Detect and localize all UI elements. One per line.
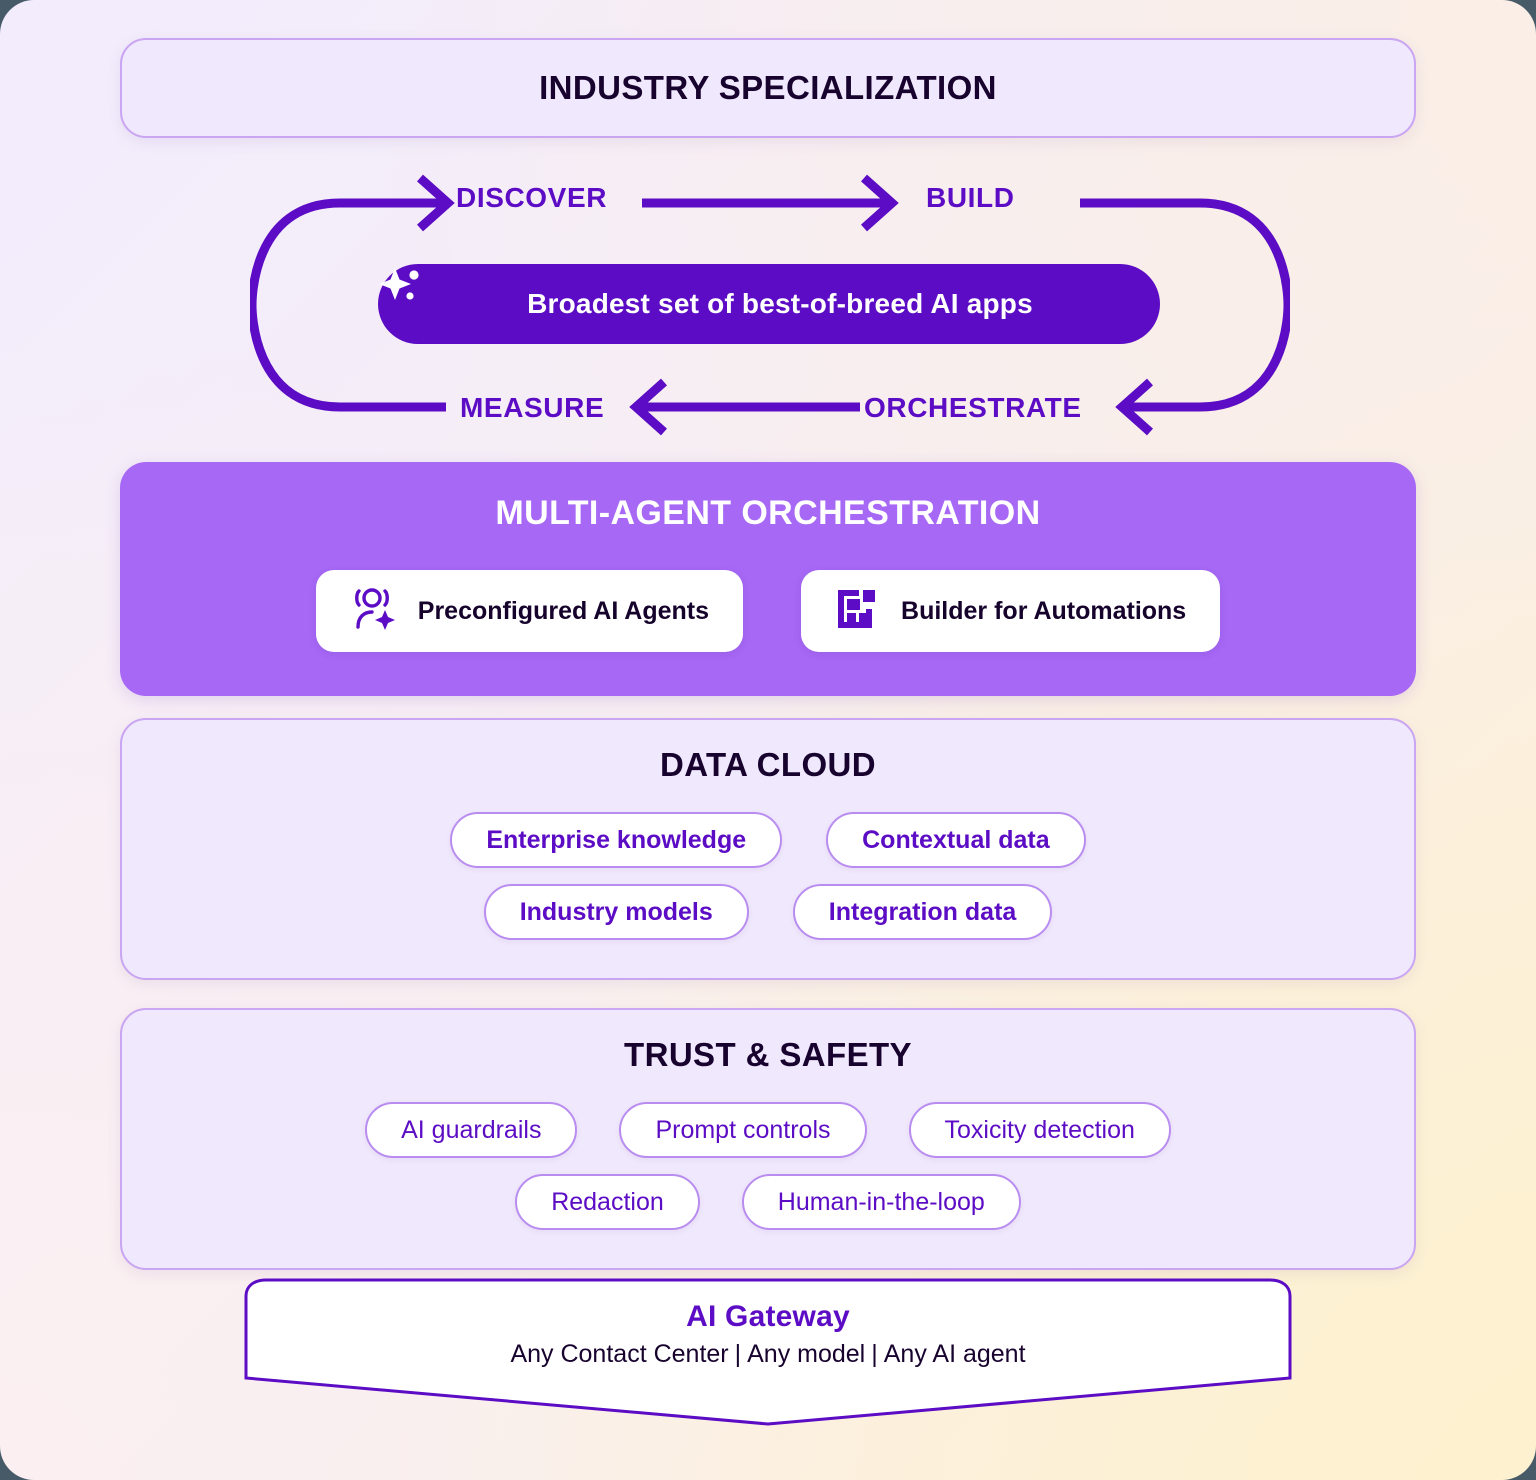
trust-and-safety-row: Redaction Human-in-the-loop xyxy=(515,1174,1021,1230)
cycle-label-measure: MEASURE xyxy=(460,392,605,423)
cycle-label-build: BUILD xyxy=(926,182,1015,213)
data-cloud-pill-industry-models[interactable]: Industry models xyxy=(483,884,749,940)
data-cloud-pill-grid: Enterprise knowledge Contextual data Ind… xyxy=(122,812,1414,940)
chip-preconfigured-ai-agents-label: Preconfigured AI Agents xyxy=(417,596,710,625)
industry-specialization-band: INDUSTRY SPECIALIZATION xyxy=(120,38,1416,138)
broadest-set-pill-label: Broadest set of best-of-breed AI apps xyxy=(527,288,1033,319)
arrowhead-into-discover xyxy=(417,174,455,232)
chip-builder-for-automations[interactable]: Builder for Automations xyxy=(801,570,1221,652)
cycle-arrows-svg xyxy=(250,174,1290,436)
trust-and-safety-pill-grid: AI guardrails Prompt controls Toxicity d… xyxy=(122,1102,1414,1230)
ai-gateway-subtitle-part-1: Any Contact Center xyxy=(510,1340,729,1368)
right-loop-arc xyxy=(1080,198,1290,412)
ai-gateway-separator-1: | xyxy=(734,1340,742,1368)
trust-and-safety-title: TRUST & SAFETY xyxy=(624,1036,912,1073)
broadest-set-pill[interactable]: Broadest set of best-of-breed AI apps xyxy=(378,264,1160,344)
trust-pill-human-in-the-loop[interactable]: Human-in-the-loop xyxy=(741,1174,1021,1230)
multi-agent-chip-row: Preconfigured AI Agents Builder for Auto… xyxy=(120,570,1416,652)
ai-gateway-title: AI Gateway xyxy=(686,1300,850,1333)
data-cloud-pill-enterprise-knowledge[interactable]: Enterprise knowledge xyxy=(450,812,783,868)
ai-gateway-banner: AI Gateway Any Contact Center|Any model|… xyxy=(244,1278,1292,1426)
arrowhead-into-build xyxy=(861,174,899,232)
data-cloud-pill-integration-data[interactable]: Integration data xyxy=(792,884,1053,940)
trust-pill-prompt-controls[interactable]: Prompt controls xyxy=(619,1102,867,1158)
chip-preconfigured-ai-agents[interactable]: Preconfigured AI Agents xyxy=(315,570,744,652)
multi-agent-orchestration-band: MULTI-AGENT ORCHESTRATION Preconfigured xyxy=(120,462,1416,696)
ai-gateway-text-block: AI Gateway Any Contact Center|Any model|… xyxy=(244,1300,1292,1369)
ai-gateway-subtitle-part-2: Any model xyxy=(747,1340,866,1368)
industry-specialization-title: INDUSTRY SPECIALIZATION xyxy=(539,69,997,106)
ai-gateway-subtitle-part-3: Any AI agent xyxy=(883,1340,1026,1368)
data-cloud-row: Industry models Integration data xyxy=(483,884,1053,940)
trust-and-safety-row: AI guardrails Prompt controls Toxicity d… xyxy=(365,1102,1171,1158)
ai-gateway-subtitle: Any Contact Center|Any model|Any AI agen… xyxy=(244,1340,1292,1369)
arrowhead-into-orchestrate xyxy=(1115,378,1153,436)
lifecycle-cycle-diagram: DISCOVER BUILD MEASURE ORCHESTRATE Broad… xyxy=(250,160,1290,450)
cycle-label-discover: DISCOVER xyxy=(456,182,608,213)
ai-gateway-chevron-shape xyxy=(244,1278,1292,1426)
builder-blocks-icon xyxy=(835,587,879,636)
chip-builder-for-automations-label: Builder for Automations xyxy=(901,596,1187,625)
trust-and-safety-band: TRUST & SAFETY AI guardrails Prompt cont… xyxy=(120,1008,1416,1270)
ai-agent-person-icon xyxy=(350,586,396,637)
data-cloud-title: DATA CLOUD xyxy=(659,746,877,783)
data-cloud-pill-contextual-data[interactable]: Contextual data xyxy=(826,812,1086,868)
multi-agent-orchestration-title: MULTI-AGENT ORCHESTRATION xyxy=(495,494,1041,532)
left-loop-arc xyxy=(250,198,446,412)
trust-pill-toxicity-detection[interactable]: Toxicity detection xyxy=(908,1102,1171,1158)
arrowhead-into-measure xyxy=(629,378,667,436)
trust-pill-redaction[interactable]: Redaction xyxy=(515,1174,700,1230)
ai-gateway-separator-2: | xyxy=(871,1340,878,1368)
data-cloud-band: DATA CLOUD Enterprise knowledge Contextu… xyxy=(120,718,1416,980)
cycle-label-orchestrate: ORCHESTRATE xyxy=(864,392,1082,423)
trust-pill-ai-guardrails[interactable]: AI guardrails xyxy=(365,1102,578,1158)
data-cloud-row: Enterprise knowledge Contextual data xyxy=(450,812,1086,868)
